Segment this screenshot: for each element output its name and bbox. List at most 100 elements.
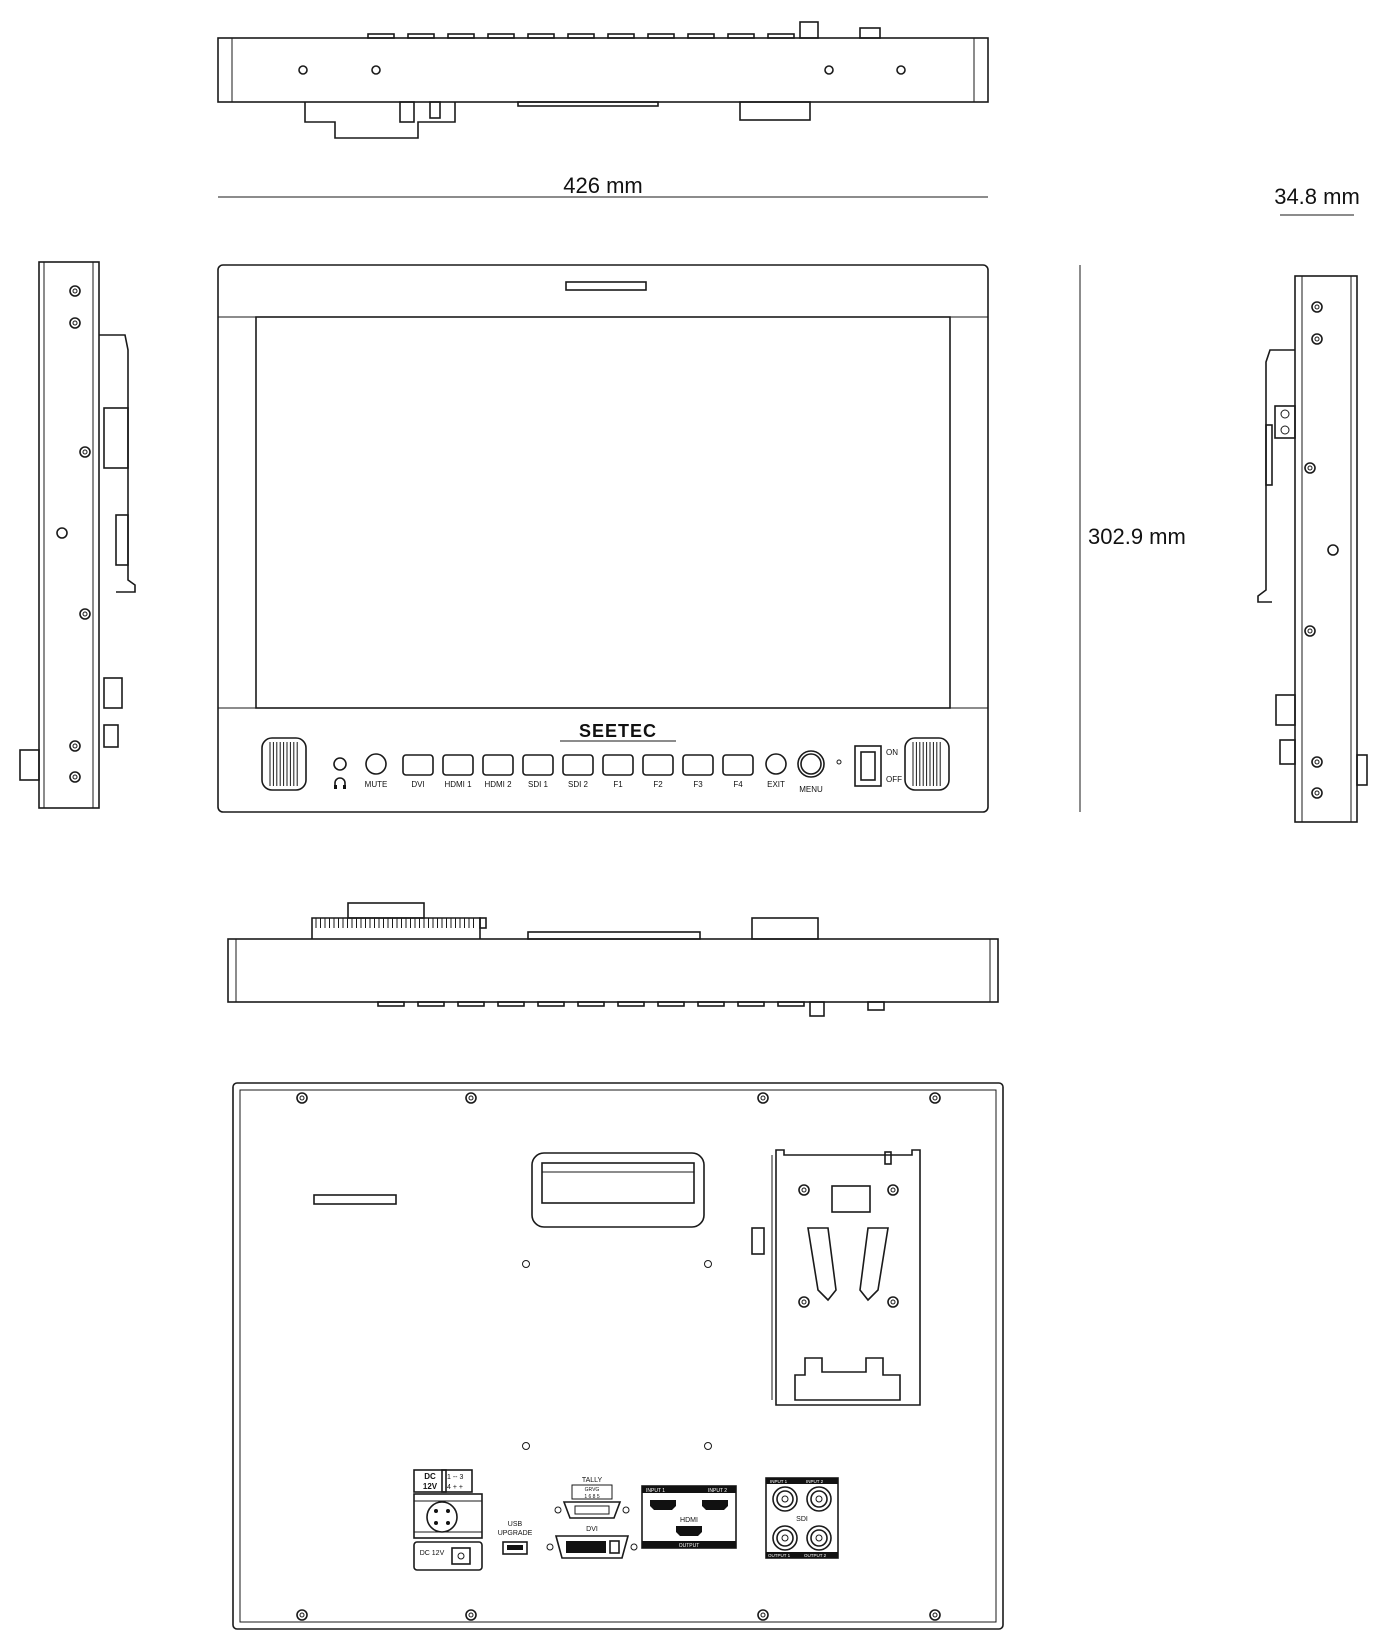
top-view-button (767, 33, 795, 39)
front-button-label: SDI 1 (528, 780, 549, 789)
power-switch[interactable]: ON OFF (854, 745, 902, 787)
bottom-view-button (657, 1001, 685, 1007)
rear-screw (465, 1609, 477, 1621)
bottom-view (227, 902, 999, 1017)
top-view-button (407, 33, 435, 39)
power-on-label: ON (886, 748, 898, 757)
exit-button[interactable]: EXIT (765, 753, 787, 789)
usb-label-line1: USB (508, 1521, 523, 1528)
v-mount-battery-plate (751, 1149, 921, 1406)
menu-knob[interactable]: MENU (797, 750, 825, 794)
mute-label: MUTE (365, 780, 388, 789)
power-off-label: OFF (886, 775, 902, 784)
hdmi-ports: INPUT 1 INPUT 2 OUTPUT HDMI (641, 1485, 737, 1549)
headphone-icon-left-cup (334, 785, 337, 789)
top-view-button (487, 33, 515, 39)
depth-label: 34.8 mm (1274, 184, 1360, 209)
front-button-label: HDMI 2 (484, 780, 512, 789)
rear-screw (465, 1092, 477, 1104)
front-button-sdi2[interactable]: SDI 2 (562, 754, 594, 789)
left-speaker-grille (261, 737, 307, 791)
top-view-button (687, 33, 715, 39)
front-button-f1[interactable]: F1 (602, 754, 634, 789)
height-dimension: 302.9 mm (1079, 265, 1186, 812)
left-side-view (19, 261, 136, 809)
front-button-f4[interactable]: F4 (722, 754, 754, 789)
bnc-connector (806, 1525, 832, 1551)
width-dimension: 426 mm (218, 173, 988, 198)
bnc-connector (772, 1525, 798, 1551)
bottom-view-button (377, 1001, 405, 1007)
dc-12v-xlr-input: DC 12V 1 -- 3 4 + + (413, 1469, 483, 1539)
top-view-button (367, 33, 395, 39)
front-button-dvi[interactable]: DVI (402, 754, 434, 789)
bottom-view-button (777, 1001, 805, 1007)
exit-label: EXIT (767, 780, 785, 789)
pin-line2: 4 + + (447, 1484, 463, 1491)
tally-pins2: 1 6 8 5 (584, 1494, 600, 1500)
power-led (836, 759, 842, 765)
sdi-output1-label: OUTPUT 1 (768, 1553, 791, 1558)
usb-label-line2: UPGRADE (498, 1530, 533, 1537)
headphone-icon-right-cup (343, 785, 346, 789)
sdi-input1-label: INPUT 1 (770, 1479, 788, 1484)
top-view-button (727, 33, 755, 39)
dc-label-top: DC (424, 1472, 436, 1481)
tally-port: TALLY GRVG 1 6 8 5 (554, 1477, 630, 1519)
front-button-label: SDI 2 (568, 780, 589, 789)
bottom-view-button (577, 1001, 605, 1007)
mute-button[interactable]: MUTE (365, 753, 388, 789)
dc-jack-label: DC 12V (420, 1550, 445, 1557)
menu-label: MENU (799, 785, 823, 794)
bnc-connector (806, 1486, 832, 1512)
top-view-button (567, 33, 595, 39)
rear-screw (757, 1609, 769, 1621)
tally-label: TALLY (582, 1477, 603, 1484)
bottom-view-button (617, 1001, 645, 1007)
bottom-view-button (497, 1001, 525, 1007)
rear-view: DC 12V 1 -- 3 4 + + DC 12V USB UPGRADE (232, 1082, 1004, 1630)
front-button-sdi1[interactable]: SDI 1 (522, 754, 554, 789)
hdmi-input2-label: INPUT 2 (708, 1488, 727, 1494)
width-label: 426 mm (563, 173, 642, 198)
right-side-view (1257, 275, 1368, 823)
top-view-button (647, 33, 675, 39)
front-button-label: HDMI 1 (444, 780, 472, 789)
hdmi-label: HDMI (680, 1517, 698, 1524)
dc-label-bottom: 12V (423, 1482, 438, 1491)
hdmi-output-label: OUTPUT (679, 1543, 700, 1549)
sdi-output2-label: OUTPUT 2 (804, 1553, 827, 1558)
front-button-hdmi1[interactable]: HDMI 1 (442, 754, 474, 789)
usb-upgrade-port: USB UPGRADE (498, 1521, 533, 1555)
headphone-icon (334, 777, 346, 788)
front-button-f3[interactable]: F3 (682, 754, 714, 789)
front-button-label: F4 (733, 780, 743, 789)
dvi-label: DVI (586, 1526, 598, 1533)
top-view-button (607, 33, 635, 39)
sdi-input2-label: INPUT 2 (806, 1479, 824, 1484)
tally-pins: GRVG (585, 1487, 600, 1493)
dc-12v-jack: DC 12V (413, 1541, 483, 1571)
top-view (217, 21, 989, 139)
right-speaker-grille (904, 737, 950, 791)
sdi-ports: INPUT 1 INPUT 2 OUTPUT 1 OUTPUT 2 SDI (765, 1477, 839, 1559)
rear-screw (929, 1609, 941, 1621)
screen (255, 316, 951, 709)
brand-logo: SEETEC (579, 721, 657, 741)
front-button-hdmi2[interactable]: HDMI 2 (482, 754, 514, 789)
top-view-button (447, 33, 475, 39)
front-button-label: F2 (653, 780, 663, 789)
front-button-label: F3 (693, 780, 703, 789)
depth-dimension: 34.8 mm (1274, 184, 1360, 216)
dvi-port: DVI (546, 1526, 638, 1559)
bottom-view-button (417, 1001, 445, 1007)
front-button-label: DVI (411, 780, 424, 789)
bottom-view-button (457, 1001, 485, 1007)
rear-screw (296, 1609, 308, 1621)
rear-screw (296, 1092, 308, 1104)
front-button-f2[interactable]: F2 (642, 754, 674, 789)
height-label: 302.9 mm (1088, 524, 1186, 549)
pin-line1: 1 -- 3 (447, 1474, 463, 1481)
